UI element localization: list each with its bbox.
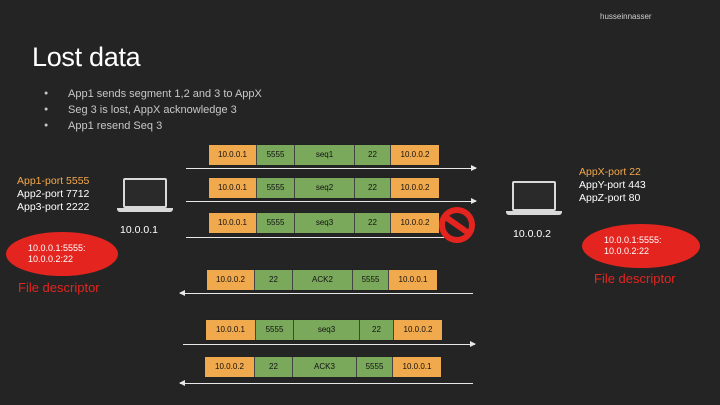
arrow-right <box>183 341 476 347</box>
packet-cell-source-port: 5555 <box>257 178 295 198</box>
packet-cell-payload: ACK3 <box>293 357 357 377</box>
no-entry-icon <box>439 207 475 243</box>
arrow-right <box>186 165 477 171</box>
app-port-label: AppY-port 443 <box>579 179 646 191</box>
packet-ack: 10.0.0.2 22 ACK2 5555 10.0.0.1 <box>206 269 438 291</box>
fd-line: 10.0.0.2:22 <box>28 254 74 264</box>
right-host-ip: 10.0.0.2 <box>513 228 551 240</box>
bullet-list: App1 sends segment 1,2 and 3 to AppX Seg… <box>44 86 262 134</box>
packet-cell-dest-ip: 10.0.0.1 <box>389 270 437 290</box>
bullet-item: App1 resend Seq 3 <box>44 118 262 134</box>
packet-cell-source-port: 5555 <box>257 145 295 165</box>
packet-cell-dest-ip: 10.0.0.2 <box>391 213 439 233</box>
fd-line: 10.0.0.1:5555: <box>28 243 86 253</box>
arrow-right <box>186 198 477 204</box>
packet-cell-source-port: 5555 <box>256 320 294 340</box>
packet-cell-source-ip: 10.0.0.1 <box>209 213 257 233</box>
left-file-descriptor-label: File descriptor <box>18 280 100 295</box>
bullet-item: App1 sends segment 1,2 and 3 to AppX <box>44 86 262 102</box>
app-port-label: App3-port 2222 <box>17 201 90 213</box>
fd-line: 10.0.0.1:5555: <box>604 235 662 245</box>
packet-segment-resend: 10.0.0.1 5555 seq3 22 10.0.0.2 <box>205 319 443 341</box>
packet-cell-dest-port: 5555 <box>357 357 393 377</box>
right-host-apps: AppX-port 22 AppY-port 443 AppZ-port 80 <box>579 166 646 205</box>
slide-title: Lost data <box>32 42 141 72</box>
arrow-left <box>179 290 473 296</box>
fd-line: 10.0.0.2:22 <box>604 246 650 256</box>
app-port-label: AppZ-port 80 <box>579 192 641 204</box>
packet-cell-dest-ip: 10.0.0.2 <box>391 178 439 198</box>
packet-cell-source-ip: 10.0.0.1 <box>209 145 257 165</box>
left-file-descriptor-ellipse: 10.0.0.1:5555: 10.0.0.2:22 <box>6 232 118 276</box>
packet-segment: 10.0.0.1 5555 seq2 22 10.0.0.2 <box>208 177 440 199</box>
packet-cell-source-ip: 10.0.0.2 <box>205 357 255 377</box>
packet-cell-source-port: 22 <box>255 270 293 290</box>
right-file-descriptor-ellipse: 10.0.0.1:5555: 10.0.0.2:22 <box>582 224 700 268</box>
packet-cell-dest-ip: 10.0.0.2 <box>394 320 442 340</box>
bullet-item: Seg 3 is lost, AppX acknowledge 3 <box>44 102 262 118</box>
arrow-line-lost <box>186 237 444 238</box>
packet-cell-dest-port: 5555 <box>353 270 389 290</box>
arrow-left <box>179 380 473 386</box>
watermark: husseinnasser <box>600 12 652 21</box>
app-port-label: AppX-port 22 <box>579 166 641 178</box>
right-file-descriptor-label: File descriptor <box>594 271 676 286</box>
packet-cell-source-port: 22 <box>255 357 293 377</box>
packet-cell-payload: seq2 <box>295 178 355 198</box>
laptop-icon-left <box>117 178 173 212</box>
packet-cell-dest-port: 22 <box>355 178 391 198</box>
packet-cell-payload: seq3 <box>294 320 360 340</box>
packet-segment-lost: 10.0.0.1 5555 seq3 22 10.0.0.2 <box>208 212 440 234</box>
laptop-icon-right <box>506 181 562 215</box>
app-port-label: App1-port 5555 <box>17 175 90 187</box>
packet-cell-source-ip: 10.0.0.2 <box>207 270 255 290</box>
packet-cell-source-port: 5555 <box>257 213 295 233</box>
packet-segment: 10.0.0.1 5555 seq1 22 10.0.0.2 <box>208 144 440 166</box>
packet-cell-dest-ip: 10.0.0.1 <box>393 357 441 377</box>
packet-cell-dest-ip: 10.0.0.2 <box>391 145 439 165</box>
packet-cell-dest-port: 22 <box>355 145 391 165</box>
packet-cell-source-ip: 10.0.0.1 <box>206 320 256 340</box>
app-port-label: App2-port 7712 <box>17 188 90 200</box>
packet-cell-payload: ACK2 <box>293 270 353 290</box>
packet-cell-dest-port: 22 <box>355 213 391 233</box>
left-host-ip: 10.0.0.1 <box>120 224 158 236</box>
packet-cell-dest-port: 22 <box>360 320 394 340</box>
left-host-apps: App1-port 5555 App2-port 7712 App3-port … <box>17 175 89 214</box>
packet-cell-payload: seq3 <box>295 213 355 233</box>
packet-cell-source-ip: 10.0.0.1 <box>209 178 257 198</box>
packet-ack: 10.0.0.2 22 ACK3 5555 10.0.0.1 <box>204 356 442 378</box>
packet-cell-payload: seq1 <box>295 145 355 165</box>
